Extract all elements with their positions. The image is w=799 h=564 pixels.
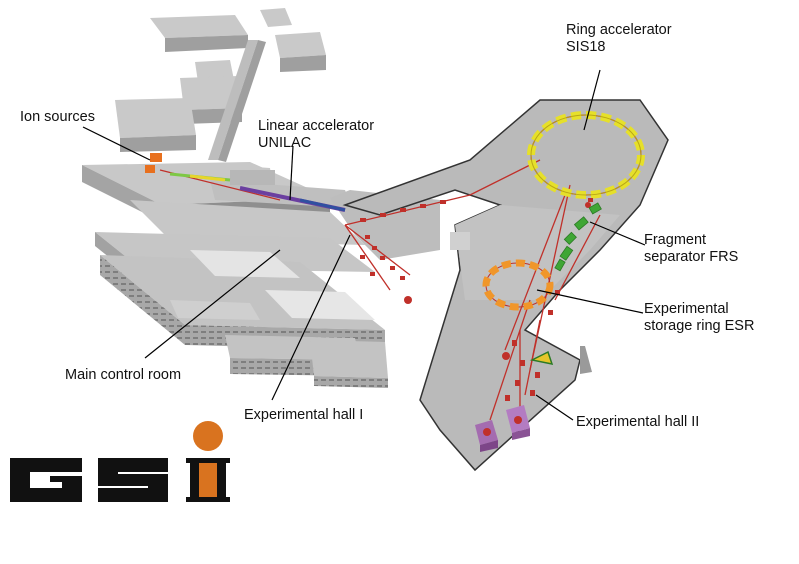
label-frs-line1: Fragment: [644, 232, 738, 249]
label-frs: Fragment separator FRS: [644, 232, 738, 266]
label-unilac: Linear accelerator UNILAC: [258, 118, 374, 152]
label-sis18: Ring accelerator SIS18: [566, 22, 672, 56]
label-esr-line1: Experimental: [644, 301, 754, 318]
label-esr: Experimental storage ring ESR: [644, 301, 754, 335]
gsi-logo: [0, 420, 260, 520]
label-frs-line2: separator FRS: [644, 249, 738, 266]
logo-dot: [193, 421, 223, 451]
label-unilac-line2: UNILAC: [258, 135, 374, 152]
label-hall2-text: Experimental hall II: [576, 414, 699, 431]
label-ion-sources-text: Ion sources: [20, 109, 95, 126]
label-hall1: Experimental hall I: [244, 407, 363, 424]
label-esr-line2: storage ring ESR: [644, 318, 754, 335]
label-control-room: Main control room: [65, 367, 181, 384]
label-hall2: Experimental hall II: [576, 414, 699, 431]
label-control-room-text: Main control room: [65, 367, 181, 384]
label-sis18-line1: Ring accelerator: [566, 22, 672, 39]
label-ion-sources: Ion sources: [20, 109, 95, 126]
logo-letters: [10, 458, 230, 502]
label-hall1-text: Experimental hall I: [244, 407, 363, 424]
label-unilac-line1: Linear accelerator: [258, 118, 374, 135]
label-sis18-line2: SIS18: [566, 39, 672, 56]
